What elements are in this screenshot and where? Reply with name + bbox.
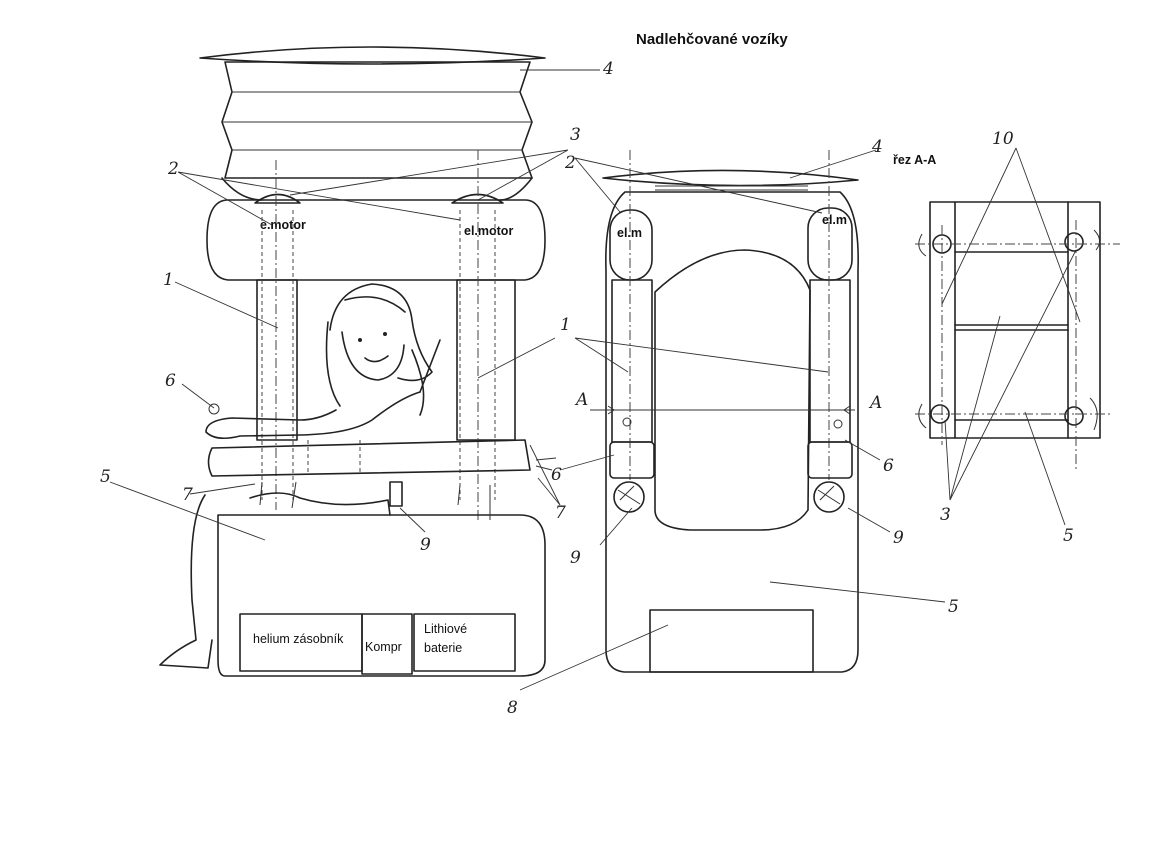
callout-6-side-right: 6 bbox=[883, 456, 894, 476]
callout-2-front: 2 bbox=[167, 159, 179, 179]
column-right bbox=[456, 279, 516, 441]
side-fan-left bbox=[609, 441, 655, 479]
column-left bbox=[256, 279, 298, 441]
compressor-compartment bbox=[361, 613, 413, 675]
side-access-door bbox=[649, 609, 814, 673]
battery-label-line1: Lithiové bbox=[424, 622, 467, 636]
side-column-left bbox=[611, 279, 653, 443]
side-fan-right bbox=[807, 441, 853, 479]
section-marker-right: A bbox=[868, 393, 882, 413]
side-motor-label-right: el.m bbox=[822, 213, 847, 227]
callout-5-section: 5 bbox=[1063, 526, 1074, 546]
callout-5-side: 5 bbox=[948, 597, 959, 617]
motor-label-right: el.motor bbox=[464, 224, 513, 238]
section-label: řez A-A bbox=[893, 153, 936, 167]
upper-motor-housing bbox=[206, 199, 546, 281]
side-column-right bbox=[809, 279, 851, 443]
battery-compartment bbox=[413, 613, 516, 672]
motor-label-left: e.motor bbox=[260, 218, 306, 232]
side-frame bbox=[605, 191, 859, 673]
callout-6-side-left: 6 bbox=[551, 465, 562, 485]
callout-4-front: 4 bbox=[602, 59, 614, 79]
callout-1-front-right: 1 bbox=[560, 315, 571, 335]
battery-label-line2: baterie bbox=[424, 641, 462, 655]
callout-7-front-right: 7 bbox=[555, 503, 566, 523]
callout-9-side-left: 9 bbox=[570, 548, 581, 568]
section-outline bbox=[929, 201, 1101, 439]
callout-3-section: 3 bbox=[940, 505, 951, 525]
callout-2-side: 2 bbox=[564, 153, 576, 173]
section-view: řez A-A 10 3 5 bbox=[893, 129, 1120, 546]
motor-cap-right bbox=[451, 193, 504, 204]
side-wheel-right bbox=[813, 481, 845, 513]
compressor-label: Kompr bbox=[365, 640, 402, 654]
callout-6-front: 6 bbox=[165, 371, 176, 391]
callout-10: 10 bbox=[992, 129, 1014, 149]
callout-1-front-left: 1 bbox=[163, 270, 174, 290]
helium-label: helium zásobník bbox=[253, 632, 344, 646]
section-shaft-bottom-left bbox=[930, 404, 950, 424]
section-shaft-top-right bbox=[1064, 232, 1084, 252]
section-marker-left: A bbox=[574, 390, 588, 410]
side-motor-label-left: el.m bbox=[617, 226, 642, 240]
seat-plate bbox=[207, 439, 531, 477]
callout-9-side-right: 9 bbox=[893, 528, 904, 548]
drawing-title: Nadlehčované vozíky bbox=[636, 31, 788, 48]
seated-person-figure bbox=[159, 283, 441, 669]
callout-9-front: 9 bbox=[420, 535, 431, 555]
side-motor-left bbox=[609, 209, 653, 281]
front-view: e.motor el.motor heliu bbox=[100, 46, 614, 677]
base-housing bbox=[217, 514, 546, 677]
motor-cap-left bbox=[254, 193, 301, 204]
callout-8-side: 8 bbox=[507, 698, 518, 718]
section-shaft-bottom-right bbox=[1064, 406, 1084, 426]
callout-7-front-left: 7 bbox=[182, 485, 193, 505]
callout-5-front: 5 bbox=[100, 467, 111, 487]
bellows-canopy bbox=[199, 46, 546, 201]
side-view: el.m el.m A A 2 4 6 6 9 9 5 8 bbox=[507, 137, 959, 718]
side-bellows-top bbox=[602, 169, 859, 187]
callout-3-front: 3 bbox=[570, 125, 581, 145]
callout-4-side: 4 bbox=[871, 137, 883, 157]
